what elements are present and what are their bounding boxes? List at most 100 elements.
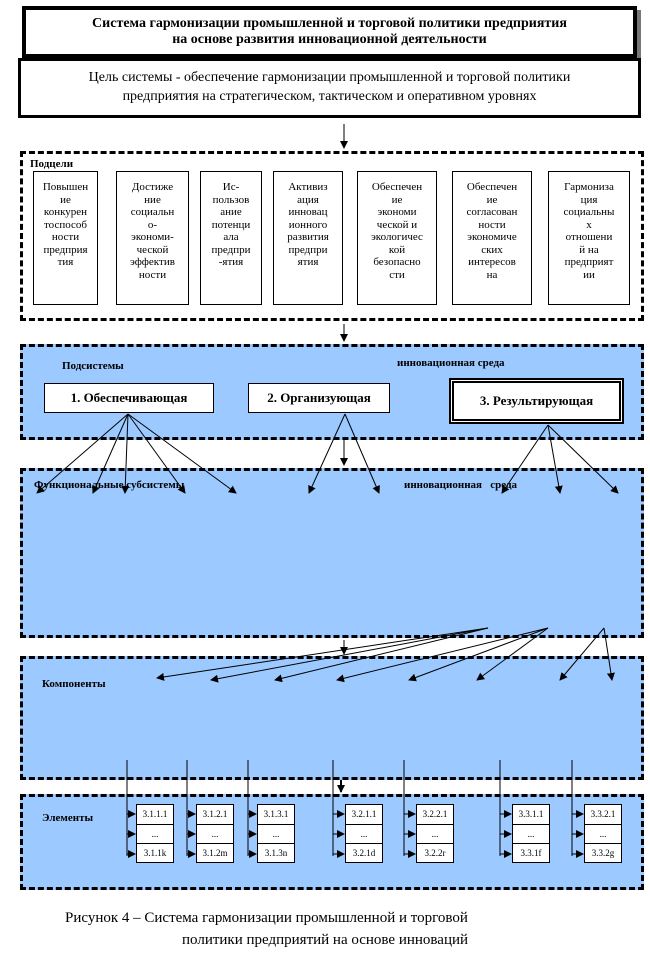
subgoal-potential-usage-line: ала [223, 231, 239, 243]
subgoal-social-harmonization-line: социальны [563, 206, 615, 218]
subsystem-organizing: 2. Организующая [248, 383, 390, 413]
subgoal-interests-coordination-line: на [486, 268, 498, 281]
element-cell: ... [513, 825, 549, 845]
subgoal-security-line: экологичес [371, 231, 423, 243]
system-title: Система гармонизации промышленной и торг… [26, 10, 633, 48]
subgoal-socioeconomic-efficiency-line: о- [147, 218, 158, 231]
subgoal-potential-usage-line: пользов [212, 193, 250, 206]
element-cell: 3.1.1.1 [137, 805, 173, 825]
element-group-4: 3.2.1.1... 3.2.1d [345, 804, 383, 863]
element-cell: 3.3.2.1 [585, 805, 621, 825]
figure-caption-line-2: политики предприятий на основе инноваций [182, 932, 469, 948]
element-cell: 3.3.1f [520, 848, 542, 859]
subgoal-competitiveness-line: тия [57, 256, 74, 268]
subsystem-providing: 1. Обеспечивающая [44, 383, 214, 413]
figure-caption-line-1: Рисунок 4 – Система гармонизации промышл… [65, 910, 468, 926]
subgoal-security-line: кой [388, 243, 406, 256]
element-cell: 3.3.2g [591, 848, 615, 859]
subgoal-potential-usage-line: Ис- [222, 181, 240, 193]
system-goal: Цель системы - обеспечение гармонизации … [21, 61, 638, 106]
system-title-line-1: Система гармонизации промышленной и торг… [92, 16, 567, 31]
element-cell: 3.1.3.1 [258, 805, 294, 825]
element-cell: ... [137, 825, 173, 845]
subgoal-innovation-activation-line: Активиз [288, 181, 328, 193]
element-cell: 3.1.3n [264, 848, 288, 859]
subgoal-potential-usage-line: предпри [211, 243, 251, 256]
element-cell: ... [258, 825, 294, 845]
subgoal-interests-coordination-line: экономиче [467, 231, 517, 243]
subgoal-potential-usage-line: -ятия [218, 256, 244, 268]
subgoal-socioeconomic-efficiency-line: ности [138, 268, 167, 281]
system-goal-line-1: Цель системы - обеспечение гармонизации … [88, 70, 571, 85]
subgoal-innovation-activation-line: ация [297, 193, 319, 206]
subgoal-competitiveness-line: ности [51, 231, 80, 243]
subsystems-label: Подсистемы [62, 360, 124, 372]
element-cell: 3.3.1.1 [513, 805, 549, 825]
elements-label: Элементы [42, 812, 94, 824]
element-group-3: 3.1.3.1... 3.1.3n [257, 804, 295, 863]
subgoal-social-harmonization-line: ии [583, 268, 595, 281]
subgoal-interests-coordination-line: ие [486, 193, 498, 206]
functional-subsystems-section [20, 468, 644, 638]
subgoal-interests-coordination-line: интересов [468, 256, 516, 268]
subgoal-security-line: Обеспечен [371, 181, 423, 193]
element-group-7: 3.3.2.1... 3.3.2g [584, 804, 622, 863]
subgoal-social-harmonization-line: Гармониза [564, 181, 614, 193]
system-goal-box: Цель системы - обеспечение гармонизации … [18, 58, 641, 118]
subgoal-competitiveness-line: Повышен [42, 181, 89, 193]
subgoal-security-line: ческой и [376, 218, 418, 231]
subgoal-interests-coordination-line: ских [481, 243, 503, 256]
components-section [20, 656, 644, 780]
element-cell: ... [346, 825, 382, 845]
subgoal-potential-usage-line: потенци [211, 218, 251, 231]
functional-env-label: инновационная среда [404, 479, 518, 491]
element-cell: 3.2.2.1 [417, 805, 453, 825]
subgoal-social-harmonization-line: ция [580, 193, 598, 206]
subgoal-social-harmonization-line: предприят [564, 256, 614, 268]
element-cell: 3.1.1k [143, 848, 167, 859]
subgoal-innovation-activation-line: предпри [288, 243, 328, 256]
subgoals-label: Подцели [30, 158, 74, 170]
subgoal-socioeconomic-efficiency-line: эффектив [130, 256, 175, 268]
subgoal-socioeconomic-efficiency-line: ние [144, 193, 161, 206]
system-title-line-2: на основе развития инновационной деятель… [172, 32, 487, 47]
element-cell: ... [585, 825, 621, 845]
element-group-5: 3.2.2.1... 3.2.2r [416, 804, 454, 863]
element-cell: ... [197, 825, 233, 845]
subgoal-potential-usage-line: ание [220, 206, 242, 218]
subsystems-env-label: инновационная среда [397, 357, 505, 369]
element-cell: 3.2.1d [352, 848, 376, 859]
subgoal-socioeconomic-efficiency-line: ческой [136, 243, 169, 256]
element-cell: 3.2.1.1 [346, 805, 382, 825]
subgoal-interests-coordination-line: согласован [466, 206, 518, 218]
subsystem-resulting: 3. Результирующая [449, 378, 624, 424]
subgoal-innovation-activation-line: развития [287, 231, 329, 243]
components-label: Компоненты [42, 678, 106, 690]
subgoal-competitiveness-line: ие [60, 193, 71, 206]
subgoal-innovation-activation-line: ионного [288, 218, 328, 231]
element-cell: 3.1.2m [202, 848, 228, 859]
subgoals-section [20, 151, 644, 321]
subgoal-security-line: ие [391, 193, 403, 206]
subgoal-interests-coordination-line: ности [478, 218, 506, 231]
subgoal-socioeconomic-efficiency-line: социальн [130, 206, 175, 218]
subgoal-innovation-activation-line: ятия [297, 256, 319, 268]
system-title-box: Система гармонизации промышленной и торг… [22, 6, 637, 58]
element-group-6: 3.3.1.1... 3.3.1f [512, 804, 550, 863]
subgoal-security-line: безопасно [373, 256, 421, 268]
element-group-1: 3.1.1.1... 3.1.1k [136, 804, 174, 863]
subgoal-competitiveness-line: тоспособ [44, 218, 87, 231]
element-cell: 3.2.2r [424, 848, 446, 859]
subgoal-socioeconomic-efficiency-line: экономи- [131, 231, 174, 243]
subgoal-social-harmonization-line: отношени [565, 231, 613, 243]
elements-section [20, 794, 644, 890]
element-cell: ... [417, 825, 453, 845]
element-cell: 3.1.2.1 [197, 805, 233, 825]
